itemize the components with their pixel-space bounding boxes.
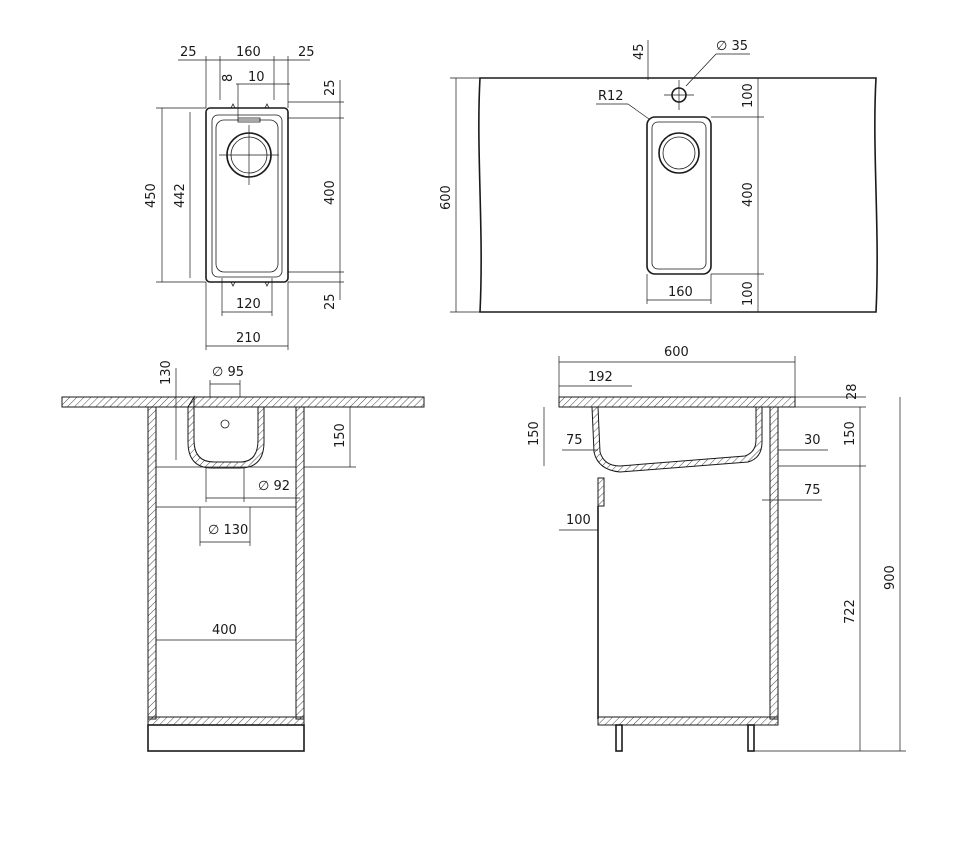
dim-dia-35: ∅ 35 (716, 39, 748, 54)
dim-top-160: 160 (236, 45, 261, 60)
dim-right-400: 400 (323, 180, 338, 205)
dim-75-right: 75 (804, 483, 821, 498)
dim-900: 900 (883, 565, 898, 590)
dim-722: 722 (843, 599, 858, 624)
sink-inner-bowl (211, 114, 283, 278)
cutout-sink (646, 116, 712, 275)
countertop-outline (478, 77, 878, 313)
sink-bowl-section (187, 395, 265, 469)
side-back-wall (769, 406, 779, 720)
dim-left-600: 600 (439, 185, 454, 210)
dim-bottom-120: 120 (236, 297, 261, 312)
dim-150-right: 150 (843, 421, 858, 446)
side-leg-back (747, 724, 755, 752)
dim-130-top: 130 (159, 360, 174, 385)
countertop-section (61, 396, 425, 408)
side-leg-front (615, 724, 623, 752)
cabinet-right-wall (295, 406, 305, 720)
dim-right-25-bottom: 25 (323, 293, 338, 310)
dim-dia-92: ∅ 92 (258, 479, 290, 494)
dim-150-left: 150 (527, 421, 542, 446)
side-section-view: 600 192 28 150 75 30 150 75 100 900 722 (527, 345, 906, 752)
dim-75-left: 75 (566, 433, 583, 448)
dim-right-400: 400 (741, 182, 756, 207)
dim-left-450: 450 (144, 183, 159, 208)
dim-bottom-210: 210 (236, 331, 261, 346)
front-section-view: 130 ∅ 95 150 ∅ 92 ∅ 130 400 (61, 360, 425, 752)
cutout-drain (658, 132, 700, 174)
sink-plan-view: 25 160 25 8 10 25 400 25 450 442 120 210 (144, 45, 344, 350)
sink-outer-rim (205, 107, 289, 283)
dim-100: 100 (566, 513, 591, 528)
dim-right-100-top: 100 (741, 83, 756, 108)
dim-top-25-right: 25 (298, 45, 315, 60)
dim-30: 30 (804, 433, 821, 448)
dim-right-25-top: 25 (323, 79, 338, 96)
dim-8: 8 (221, 74, 236, 82)
sink-bowl-edge (215, 119, 279, 273)
dim-left-442: 442 (173, 183, 188, 208)
dim-top-25-left: 25 (180, 45, 197, 60)
dim-10: 10 (248, 70, 265, 85)
countertop-plan-view: 45 ∅ 35 R12 100 400 100 600 160 (439, 39, 878, 313)
dim-150: 150 (333, 423, 348, 448)
cabinet-plinth (147, 724, 305, 752)
dim-400: 400 (212, 623, 237, 638)
dim-right-100-bottom: 100 (741, 281, 756, 306)
cabinet-floor (147, 716, 305, 726)
dim-192: 192 (588, 370, 613, 385)
dim-r12: R12 (598, 89, 624, 104)
dim-dia-130: ∅ 130 (208, 523, 248, 538)
cabinet-left-wall (147, 406, 157, 720)
dim-dia-95: ∅ 95 (212, 365, 244, 380)
dim-bottom-160: 160 (668, 285, 693, 300)
dim-45: 45 (632, 43, 647, 60)
dim-600: 600 (664, 345, 689, 360)
side-floor (597, 716, 779, 726)
dim-28: 28 (845, 383, 860, 400)
side-sink-section (591, 406, 763, 473)
side-countertop (558, 396, 796, 408)
